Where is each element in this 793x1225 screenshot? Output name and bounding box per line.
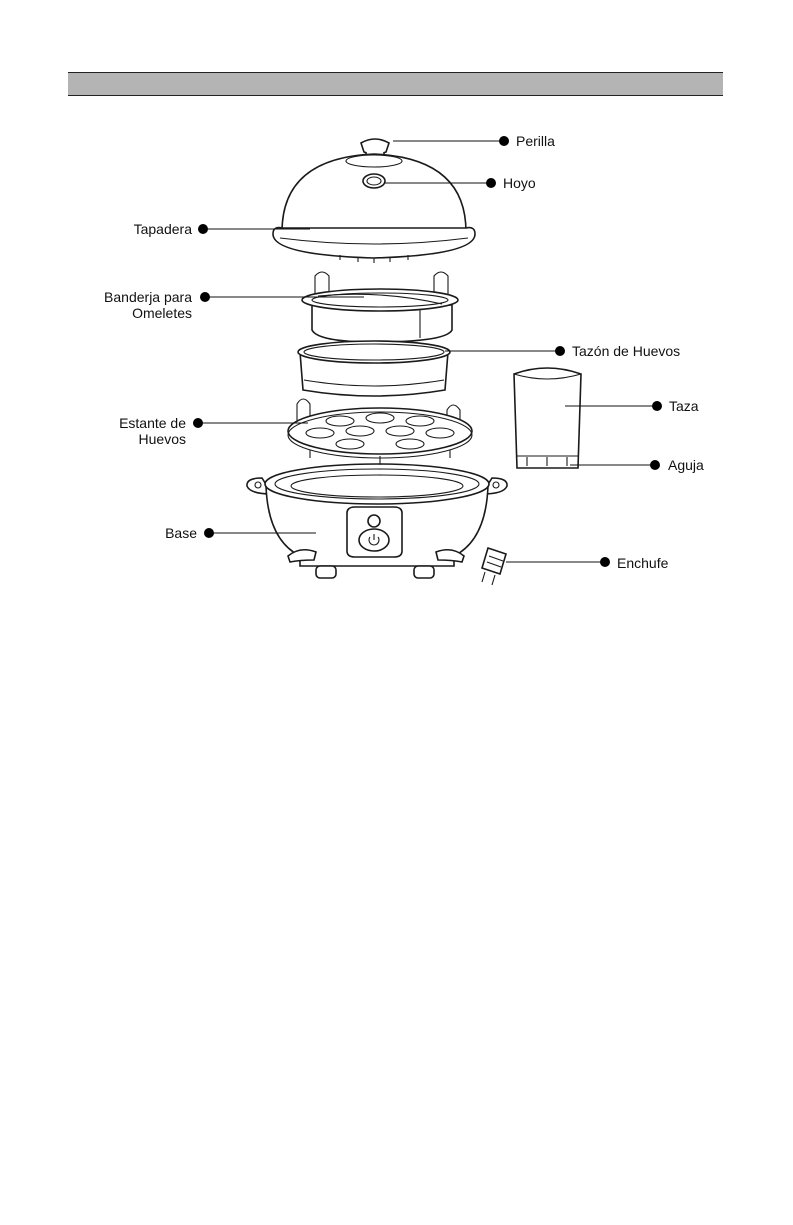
- label-perilla: Perilla: [516, 133, 555, 149]
- omelette-tray-group: [302, 272, 458, 342]
- indicator-light: [368, 515, 380, 527]
- dot-taza: [652, 401, 662, 411]
- lid-dome: [282, 154, 466, 232]
- foot-right: [414, 566, 434, 578]
- dot-base: [204, 528, 214, 538]
- label-taza: Taza: [669, 398, 699, 414]
- label-hoyo: Hoyo: [503, 175, 536, 191]
- measuring-cup-group: [514, 368, 581, 468]
- dot-estante: [193, 418, 203, 428]
- egg-bowl-group: [298, 341, 450, 396]
- dot-hoyo: [486, 178, 496, 188]
- label-bandeja-line2: Omeletes: [132, 305, 192, 321]
- tray-rim: [302, 289, 458, 311]
- label-estante-line2: Huevos: [139, 431, 186, 447]
- base-group: [247, 464, 507, 585]
- lid-rim: [273, 228, 475, 258]
- foot-left: [316, 566, 336, 578]
- label-tapadera: Tapadera: [134, 221, 193, 237]
- dot-tapadera: [198, 224, 208, 234]
- base-rim: [265, 464, 489, 504]
- egg-cooker-exploded-diagram: Perilla Hoyo Tapadera Banderja para Omel…: [0, 0, 793, 620]
- label-estante-line1: Estante de: [119, 415, 186, 431]
- knob: [361, 139, 389, 154]
- dot-enchufe: [600, 557, 610, 567]
- label-aguja: Aguja: [668, 457, 704, 473]
- rack-plate: [288, 408, 472, 454]
- steam-hole: [363, 174, 385, 188]
- dot-tazon: [555, 346, 565, 356]
- label-tazon: Tazón de Huevos: [572, 343, 680, 359]
- plug-prong-1: [482, 572, 485, 582]
- label-bandeja-line1: Banderja para: [104, 289, 192, 305]
- dot-aguja: [650, 460, 660, 470]
- lid-group: [273, 139, 475, 263]
- dot-perilla: [499, 136, 509, 146]
- cup-body: [514, 368, 581, 468]
- egg-rack-group: [288, 399, 472, 464]
- plug-prong-2: [492, 575, 495, 585]
- dot-bandeja: [200, 292, 210, 302]
- label-enchufe: Enchufe: [617, 555, 669, 571]
- label-base: Base: [165, 525, 197, 541]
